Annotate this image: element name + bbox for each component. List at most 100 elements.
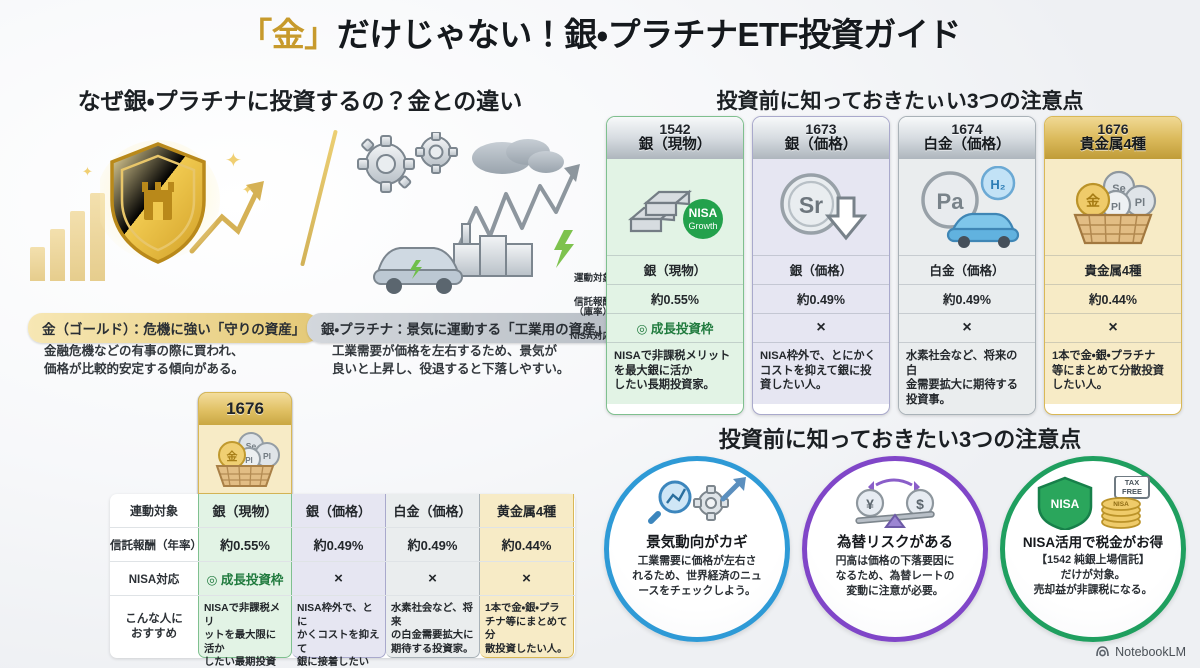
right-card-1676[interactable]: 1676 貴金属4種 Se Pl Pl 金 [1044, 116, 1182, 415]
industrial-illustration [350, 131, 590, 294]
table-row: NISA対応 ◎ 成長投資枠 × × × [110, 562, 575, 596]
cell-tracking-1542: 銀（現物） [607, 254, 743, 284]
left-table: 連動対象 銀（現物） 銀（価格） 白金（価格） 黄金属4種 信託報酬（年率） 約… [110, 494, 575, 668]
cell-nisa-1542: ◎ 成長投資枠 [198, 562, 292, 595]
left-card-code: 1676 [199, 393, 291, 425]
yen-dollar-balance-icon: ¥ $ [840, 477, 950, 529]
right-card-1542[interactable]: 1542 銀（現物） NISA Growth 銀（現物） 約0.55% ◎ 成長… [606, 116, 744, 415]
svg-text:¥: ¥ [866, 496, 874, 512]
right-card-1673[interactable]: 1673 銀（価格） Sr 銀（価格） 約0.49% × NISA枠外で、とにか… [752, 116, 890, 415]
right-card-header: 1674 白金（価格） [899, 117, 1035, 159]
right-top-heading: 投資前に知っておきたぃい3つの注意点 [716, 90, 1084, 113]
cell-tracking-1674: 白金（価格） [386, 494, 480, 527]
svg-text:NISA: NISA [1051, 497, 1080, 511]
svg-text:金: 金 [227, 449, 238, 463]
cell-fee-1673: 約0.49% [292, 528, 386, 561]
cell-nisa-1542: ◎ 成長投資枠 [607, 312, 743, 342]
tip-card-business-cycle[interactable]: 景気動向がカギ 工業需要に価格が左右さ れるため、世界経済のニュ ースをチェック… [604, 456, 790, 642]
cell-nisa-1676: × [480, 562, 574, 595]
left-section-heading: なぜ銀・プラチナに投資するの？金との違い [77, 88, 523, 114]
table-row: 連動対象 銀（現物） 銀（価格） 白金（価格） 黄金属4種 [110, 494, 575, 528]
svg-text:Growth: Growth [688, 221, 717, 231]
right-card-header: 1542 銀（現物） [607, 117, 743, 159]
table-row: 信託報酬（年率） 約0.55% 約0.49% 約0.49% 約0.44% [110, 528, 575, 562]
svg-text:Pa: Pa [937, 189, 965, 214]
tip-title: NISA活用で税金がお得 [1022, 535, 1164, 550]
gold-caption-pill: 金（ゴールド）：危機に強い「守りの資産」 [28, 313, 320, 343]
cell-note-1676: 1本で金・銀・プラチナ 等にまとめて分散投資 したい人。 [1045, 341, 1181, 404]
cell-tracking-1676: 黄金属4種 [480, 494, 574, 527]
sparkle-icon: ✦ [225, 150, 242, 172]
sr-coin-down-icon: Sr [753, 158, 889, 255]
svg-text:Pl: Pl [1111, 201, 1121, 213]
cell-tracking-1676: 貴金属4種 [1045, 254, 1181, 284]
right-bottom-heading: 投資前に知っておきたい3つの注意点 [718, 427, 1082, 452]
cell-tracking-1542: 銀（現物） [198, 494, 292, 527]
right-card-name: 銀（価格） [784, 137, 858, 154]
page-title: 「金」だけじゃない！銀・プラチナETF投資ガイド [0, 8, 1200, 56]
right-card-header: 1673 銀（価格） [753, 117, 889, 159]
svg-text:Pl: Pl [245, 456, 253, 465]
tips-group: 景気動向がカギ 工業需要に価格が左右さ れるため、世界経済のニュ ースをチェック… [604, 456, 1186, 642]
magnifier-gear-chart-icon [645, 477, 749, 529]
sparkle-icon: ✦ [242, 182, 253, 197]
cell-note-1542: NISAで非課税メリ ットを最大限に活か したい最期投資家。 [198, 596, 292, 668]
right-card-1674[interactable]: 1674 白金（価格） Pa H₂ 白金（価格） 約0.49% × 水素社会など… [898, 116, 1036, 415]
section-divider [300, 129, 338, 267]
right-card-name: 貴金属4種 [1079, 137, 1147, 154]
right-card-name: 銀（現物） [638, 137, 712, 154]
cell-note-1676: 1本で金・銀・プラ チナ等にまとめて分 散投資したい人。 [480, 596, 574, 658]
tip-card-fx-risk[interactable]: ¥ $ 為替リスクがある 円高は価格の下落要因に なるため、為替レートの 変動に… [802, 456, 988, 642]
ev-car-icon [373, 247, 463, 294]
right-table: 1542 銀（現物） NISA Growth 銀（現物） 約0.55% ◎ 成長… [606, 116, 1182, 415]
gold-shield-icon [96, 138, 220, 268]
svg-text:TAX: TAX [1125, 478, 1139, 487]
nisa-shield-coins-icon: NISA TAX FREE NISA [1033, 476, 1153, 530]
volatility-line-icon [458, 171, 576, 245]
cell-nisa-1676: × [1045, 312, 1181, 342]
cell-tracking-1674: 白金（価格） [899, 254, 1035, 284]
watermark: NotebookLM [1095, 644, 1186, 659]
svg-text:Pl: Pl [1135, 197, 1145, 209]
svg-text:H₂: H₂ [990, 177, 1005, 192]
gold-bar-chart-icon [30, 193, 105, 281]
precious-metals-basket-icon: Se Pl Pl 金 [1045, 158, 1181, 255]
left-card-1676[interactable]: 1676 Se Pl Pl 金 [198, 392, 292, 494]
cell-note-1674: 水素社会など、将来 の白金需要拡大に 期待する投資家。 [386, 596, 480, 658]
cell-nisa-1673: × [292, 562, 386, 595]
cell-fee-1542: 約0.55% [607, 283, 743, 313]
cell-tracking-1673: 銀（価格） [753, 254, 889, 284]
right-card-code: 1542 [659, 121, 691, 137]
right-table-row-labels: 運動対象 信託報酬 （庫率） NISA対応 [560, 264, 612, 351]
tip-body: 円高は価格の下落要因に なるため、為替レートの 変動に注意が必要。 [835, 555, 955, 597]
tip-card-nisa-tax[interactable]: NISA TAX FREE NISA NISA活用で税金がお得 【1542 純銀… [1000, 456, 1186, 642]
cell-note-1673: NISA枠外で、とにかく コストを抑えて銀に投 資したい人。 [753, 341, 889, 404]
gear-icon [415, 131, 458, 174]
svg-text:NISA: NISA [1113, 501, 1129, 508]
svg-text:Se: Se [246, 441, 257, 451]
cell-nisa-1673: × [753, 312, 889, 342]
cell-fee-1674: 約0.49% [899, 283, 1035, 313]
right-card-code: 1674 [951, 121, 983, 137]
cell-note-1542: NISAで非課税メリット を最大銀に活か したい長期投資家。 [607, 341, 743, 404]
right-card-header: 1676 貴金属4種 [1045, 117, 1181, 159]
notebooklm-logo-icon [1096, 646, 1109, 657]
industrial-caption-desc: 工業需要が価格を左右するため、景気が 良いと上昇し、役退すると下落しやすい。 [332, 344, 570, 377]
cell-fee-1542: 約0.55% [198, 528, 292, 561]
svg-text:Pl: Pl [263, 451, 271, 461]
tip-body: 工業需要に価格が左右さ れるため、世界経済のニュ ースをチェックしよう。 [632, 555, 762, 597]
silver-bars-nisa-icon: NISA Growth [607, 158, 743, 255]
cell-note-1674: 水素社会など、将来の白 金需要拡大に期待する 投資事。 [899, 341, 1035, 414]
precious-metals-basket-icon: Se Pl Pl 金 [199, 425, 291, 493]
left-illustration: ✦ ✦ ✦ [20, 120, 590, 305]
page-title-highlight: 「金」 [239, 16, 337, 53]
svg-text:NISA: NISA [689, 206, 718, 220]
row-label-fee: 信託報酬（年率） [110, 539, 202, 552]
cell-nisa-1674: × [386, 562, 480, 595]
table-row: こんな人に おすすめ NISAで非課税メリ ットを最大限に活か したい最期投資家… [110, 596, 575, 668]
row-label-tracking: 運動対象 [573, 272, 612, 284]
row-label-nisa: NISA対応 [128, 573, 180, 586]
smoke-cloud-icon [472, 139, 564, 174]
industrial-caption-pill: 銀・プラチナ：景気に運動する「工業用の資産」 [307, 313, 624, 343]
row-label-nisa: NISA対応 [570, 330, 612, 342]
